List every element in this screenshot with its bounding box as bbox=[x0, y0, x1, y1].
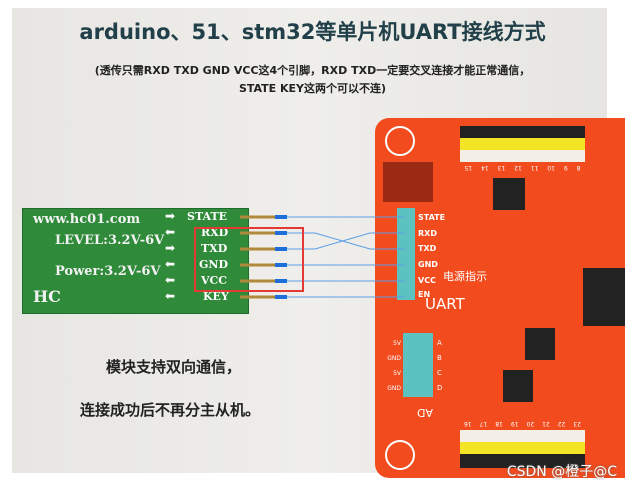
module-pins bbox=[240, 215, 280, 299]
module-pin-state: STATE bbox=[187, 210, 228, 223]
ad-pin-label: B bbox=[437, 354, 442, 362]
header-black bbox=[460, 126, 585, 138]
arrow-left-icon: ⬅ bbox=[165, 289, 176, 303]
highlight-box bbox=[194, 227, 304, 292]
header-white bbox=[460, 430, 585, 442]
board-pin-txd: TXD bbox=[418, 244, 437, 253]
wire-rxd-to-txd bbox=[287, 232, 405, 250]
arrow-left-icon: ⬅ bbox=[165, 257, 176, 271]
module-level: LEVEL:3.2V-6V bbox=[55, 233, 165, 248]
connector-pad bbox=[383, 162, 433, 202]
power-indicator-label: 电源指示 bbox=[443, 270, 487, 283]
board-pin-en: EN bbox=[418, 290, 431, 299]
ad-pin-label: GND bbox=[387, 385, 401, 392]
wire-txd-to-rxd bbox=[287, 232, 405, 250]
ad-left-labels: 5V GND 5V GND bbox=[381, 336, 401, 396]
uart-header bbox=[397, 208, 415, 300]
ad-pin-label: GND bbox=[387, 355, 401, 362]
mount-hole bbox=[385, 440, 415, 470]
board-pin-vcc: VCC bbox=[418, 276, 436, 285]
bottom-text-2: 连接成功后不再分主从机。 bbox=[80, 401, 261, 419]
module-pin-vcc: VCC bbox=[201, 274, 228, 287]
eeprom-chip bbox=[525, 328, 555, 360]
bottom-text-1: 模块支持双向通信， bbox=[106, 358, 242, 376]
module-pin-gnd: GND bbox=[199, 258, 228, 271]
header-black bbox=[460, 454, 585, 468]
page-title: arduino、51、stm32等单片机UART接线方式 bbox=[79, 20, 546, 44]
module-pin-txd: TXD bbox=[201, 242, 228, 255]
module-website: www.hc01.com bbox=[33, 212, 141, 227]
chip bbox=[493, 178, 525, 210]
header-yellow bbox=[460, 138, 585, 150]
arrow-left-icon: ⬅ bbox=[165, 225, 176, 239]
wires bbox=[287, 216, 405, 298]
arrow-right-icon: ➡ bbox=[165, 209, 176, 223]
ad-pin-label: C bbox=[437, 369, 442, 377]
module-pin-rxd: RXD bbox=[201, 226, 229, 239]
mount-hole bbox=[385, 126, 415, 156]
header-white bbox=[460, 150, 585, 162]
subtitle-line-1: (透传只需RXD TXD GND VCC这4个引脚，RXD TXD一定要交叉连接… bbox=[94, 64, 531, 77]
ad-pin-label: A bbox=[437, 339, 442, 347]
board-pin-gnd: GND bbox=[418, 260, 438, 269]
board-pin-state: STATE bbox=[418, 213, 446, 222]
header-yellow bbox=[460, 442, 585, 454]
chip bbox=[503, 370, 533, 402]
module-power: Power:3.2V-6V bbox=[55, 264, 161, 279]
module-logo: HC bbox=[33, 287, 61, 306]
ad-pin-label: 5V bbox=[393, 370, 401, 377]
arrow-left-icon: ⬅ bbox=[165, 273, 176, 287]
subtitle-line-2: STATE KEY这两个可以不连) bbox=[238, 82, 387, 95]
ad-pin-label: 5V bbox=[393, 340, 401, 347]
bluetooth-module: www.hc01.com LEVEL:3.2V-6V Power:3.2V-6V… bbox=[22, 208, 249, 314]
uart-label: UART bbox=[425, 295, 465, 313]
ad-pin-label: D bbox=[437, 384, 443, 392]
ad-header bbox=[403, 333, 433, 397]
arrow-right-icon: ➡ bbox=[165, 241, 176, 255]
mcu-chip bbox=[583, 268, 625, 326]
board-pin-rxd: RXD bbox=[418, 229, 437, 238]
module-pin-key: KEY bbox=[203, 290, 229, 303]
watermark: CSDN @橙子@C bbox=[506, 464, 617, 480]
pin-caps bbox=[275, 215, 287, 299]
